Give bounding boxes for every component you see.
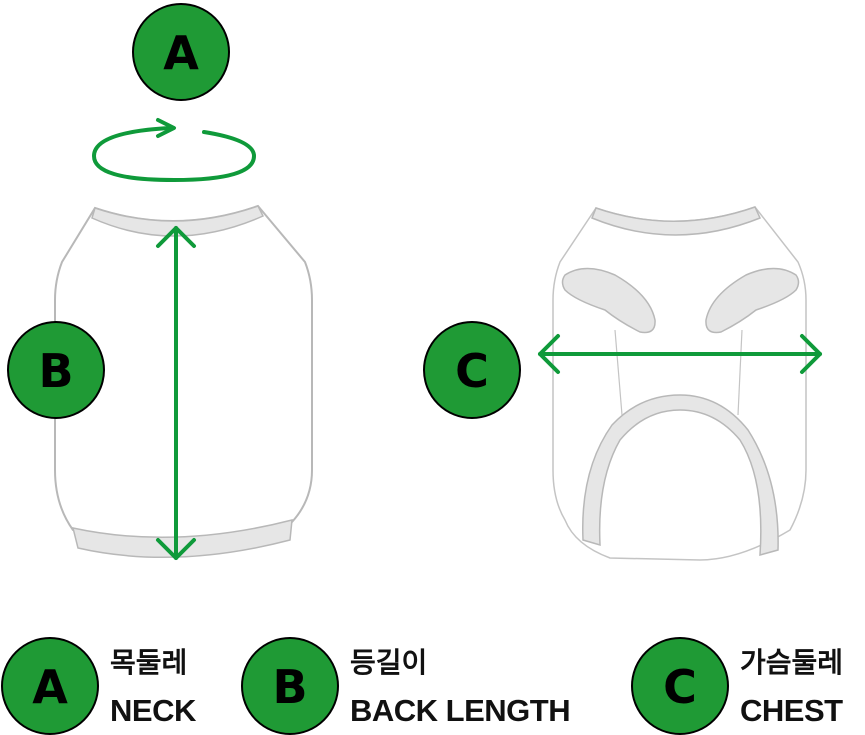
svg-text:C: C [663,660,697,714]
left-armhole [561,267,656,334]
side-seam-left [614,329,623,416]
svg-text:A: A [163,26,199,80]
svg-text:B: B [272,660,307,714]
svg-text:A: A [32,660,68,714]
belly-opening [581,394,779,557]
hem-band [71,519,293,559]
legend-item-back-length: B 등길이 BACK LENGTH [241,637,571,735]
legend-item-neck: A 목둘레 NECK [1,637,197,735]
front-collar-band [591,206,762,236]
back-length-arrow [156,226,196,560]
collar-band [91,205,265,237]
legend-english-chest: CHEST [740,693,843,728]
legend-korean-neck: 목둘레 [110,646,187,679]
legend-english-neck: NECK [110,693,197,728]
right-armhole [705,267,800,334]
neck-circumference-arrow [92,118,256,182]
svg-text:C: C [455,344,489,398]
legend-korean-chest: 가슴둘레 [740,646,843,679]
badge-back-length: B [7,321,105,419]
chest-arrow [538,334,822,374]
legend-item-chest: C 가슴둘레 CHEST [631,637,844,735]
garment-front-view [552,206,807,561]
badge-neck: A [132,3,230,101]
side-seam-right [737,329,743,416]
svg-text:B: B [38,344,73,398]
legend-english-back-length: BACK LENGTH [350,693,570,728]
garment-back-view [54,204,313,559]
badge-chest: C [423,321,521,419]
legend-korean-back-length: 등길이 [350,646,427,679]
